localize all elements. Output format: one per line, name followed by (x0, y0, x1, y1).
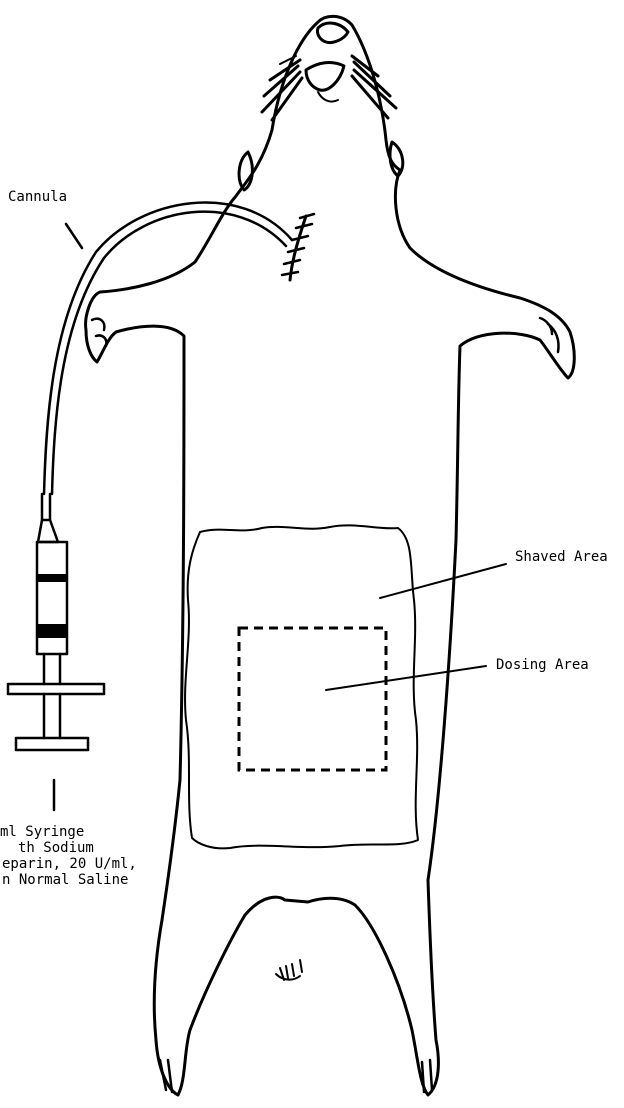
syringe-band-lower (37, 624, 67, 638)
rat-mouth (306, 63, 344, 91)
syringe-label-line1: ml Syringe (0, 824, 84, 840)
syringe-label-line2: th Sodium (18, 840, 94, 856)
rat-genital-marking (276, 960, 302, 980)
rat-chin-line (318, 92, 338, 102)
rat-figure (86, 16, 575, 1095)
shaved-area-label: Shaved Area (515, 549, 608, 565)
shaved-area-leader-line (380, 564, 506, 598)
rat-paw-right (540, 318, 559, 352)
rat-body-outline (86, 16, 575, 1095)
rat-paw-left (92, 319, 106, 346)
cannula-leader-line (66, 224, 82, 248)
syringe-label-line3: eparin, 20 U/ml, (2, 856, 137, 872)
syringe (8, 494, 104, 810)
rat-hindfoot-left (160, 1060, 172, 1092)
rat-whiskers-right (352, 56, 396, 118)
rat-snout (317, 23, 348, 42)
suture-incision (282, 214, 314, 280)
cannula-label: Cannula (8, 189, 67, 205)
syringe-label-line4: n Normal Saline (2, 872, 128, 888)
dosing-area-leader-line (326, 666, 486, 690)
syringe-band-upper (37, 574, 67, 582)
dosing-area-outline (239, 628, 386, 770)
shaved-area-outline (185, 525, 418, 848)
dosing-area-label: Dosing Area (496, 657, 589, 673)
rat-hindfoot-right (422, 1060, 432, 1092)
